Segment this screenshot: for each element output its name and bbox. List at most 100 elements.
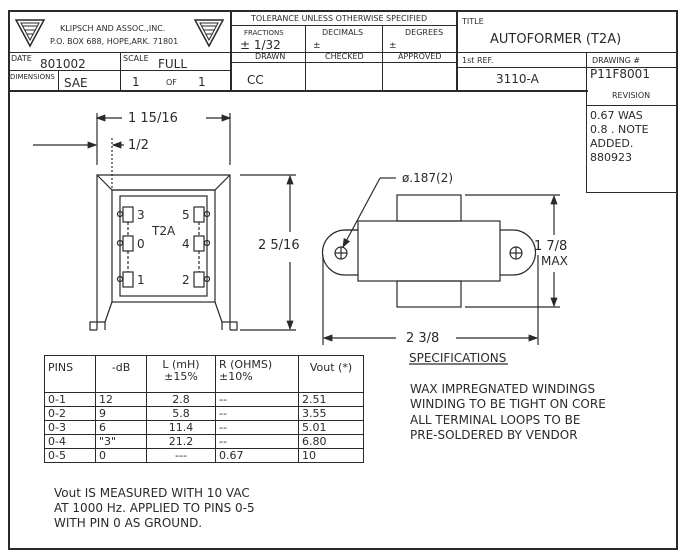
pin-table-header-pins: PINS: [44, 355, 96, 393]
table-cell: 2.8: [146, 392, 216, 407]
col-divider-scale: [120, 52, 121, 91]
company-address: P.O. BOX 688, HOPE,ARK. 71801: [50, 37, 179, 46]
table-cell: ---: [146, 448, 216, 463]
pin-label-4: 4: [182, 237, 190, 251]
table-cell: 0-3: [44, 420, 96, 435]
table-cell: 5.01: [298, 420, 364, 435]
pin-label-5: 5: [182, 208, 190, 222]
table-cell: 3.55: [298, 406, 364, 421]
table-cell: --: [215, 420, 299, 435]
scale-label: SCALE: [123, 54, 149, 63]
border-top: [8, 10, 678, 12]
sheet-total: 1: [198, 75, 206, 89]
degrees-label: DEGREES: [405, 28, 444, 37]
table-cell: 0-2: [44, 406, 96, 421]
col-divider-fractions: [305, 25, 306, 91]
note-line-3: WITH PIN 0 AS GROUND.: [54, 516, 203, 530]
drawn-label: DRAWN: [255, 52, 286, 61]
table-cell: 0: [95, 448, 147, 463]
table-cell: 6: [95, 420, 147, 435]
degrees-value: ±: [389, 41, 397, 51]
approved-label: APPROVED: [398, 52, 442, 61]
revision-box-bottom: [586, 192, 676, 193]
revision-divider: [586, 105, 676, 106]
company-name: KLIPSCH AND ASSOC.,INC.: [60, 24, 166, 33]
table-cell: 11.4: [146, 420, 216, 435]
drawn-header-divider: [230, 62, 456, 63]
company-logo-left-icon: [14, 19, 46, 48]
pin-table: PINS -dB L (mH)±15% R (OHMS)±10% Vout (*…: [44, 355, 364, 463]
part-label: T2A: [152, 224, 176, 238]
dim-overall-width: 1 15/16: [128, 111, 178, 126]
pin-table-header-resistance: R (OHMS)±10%: [215, 355, 299, 393]
table-cell: --: [215, 406, 299, 421]
pin-table-header-db: -dB: [95, 355, 147, 393]
border-bottom: [8, 548, 678, 550]
table-cell: "3": [95, 434, 147, 449]
dim-side-height: 1 7/8: [534, 239, 568, 254]
table-cell: 21.2: [146, 434, 216, 449]
pin-label-0: 0: [137, 237, 145, 251]
table-cell: 0-4: [44, 434, 96, 449]
checked-label: CHECKED: [325, 52, 364, 61]
dim-side-max: MAX: [541, 254, 568, 268]
spec-line-4: PRE-SOLDERED BY VENDOR: [410, 428, 578, 442]
hole-diameter-callout: ø.187(2): [402, 171, 454, 185]
note-line-1: Vout IS MEASURED WITH 10 VAC: [54, 486, 250, 500]
pin-label-1: 1: [137, 273, 145, 287]
spec-line-2: WINDING TO BE TIGHT ON CORE: [410, 397, 606, 411]
table-cell: --: [215, 392, 299, 407]
scale-value: FULL: [158, 57, 188, 71]
table-cell: 12: [95, 392, 147, 407]
fractions-label: FRACTIONS: [244, 29, 284, 37]
table-cell: 0.67: [215, 448, 299, 463]
spec-line-1: WAX IMPREGNATED WINDINGS: [410, 382, 596, 396]
table-cell: 10: [298, 448, 364, 463]
date-value: 801002: [40, 57, 86, 71]
pin-label-3: 3: [137, 208, 145, 222]
sheet-of-label: OF: [166, 78, 177, 87]
title-block-bottom: [8, 90, 588, 92]
title-label: TITLE: [462, 17, 484, 26]
table-cell: 2.51: [298, 392, 364, 407]
revision-line-4: 880923: [590, 151, 632, 164]
col-divider-title: [456, 10, 458, 91]
pin-table-header-vout: Vout (*): [298, 355, 364, 393]
pin-label-2: 2: [182, 273, 190, 287]
revision-line-3: ADDED.: [590, 137, 634, 150]
company-logo-right-icon: [193, 19, 225, 48]
col-divider-dimensions: [58, 70, 59, 91]
fractions-value: ± 1/32: [240, 38, 281, 52]
title-row-divider-1: [8, 52, 678, 53]
dim-half-inch: 1/2: [128, 138, 149, 153]
revision-label: REVISION: [612, 91, 651, 100]
drawing-number-label: DRAWING #: [592, 56, 641, 65]
table-cell: 6.80: [298, 434, 364, 449]
pin-table-header-inductance: L (mH)±15%: [146, 355, 216, 393]
dimensions-label: DIMENSIONS: [10, 73, 55, 81]
col-divider-drawing: [586, 52, 587, 192]
tolerance-header: TOLERANCE UNLESS OTHERWISE SPECIFIED: [251, 14, 428, 23]
drawing-number-value: P11F8001: [590, 67, 650, 81]
table-cell: 5.8: [146, 406, 216, 421]
revision-line-1: 0.67 WAS: [590, 109, 643, 122]
table-cell: 0-5: [44, 448, 96, 463]
date-label: DATE: [11, 54, 32, 63]
first-ref-label: 1st REF.: [462, 56, 494, 65]
dim-overall-height: 2 5/16: [258, 238, 300, 253]
dim-side-width: 2 3/8: [406, 331, 440, 346]
table-row: 0-4"3"21.2--6.80: [44, 434, 364, 449]
decimals-value: ±: [313, 41, 321, 51]
drawing-title: AUTOFORMER (T2A): [490, 32, 622, 47]
tolerance-header-divider: [230, 25, 456, 26]
decimals-label: DECIMALS: [322, 28, 364, 37]
first-ref-value: 3110-A: [496, 72, 539, 86]
dimensions-row-divider: [8, 70, 230, 71]
spec-line-3: ALL TERMINAL LOOPS TO BE: [410, 413, 581, 427]
